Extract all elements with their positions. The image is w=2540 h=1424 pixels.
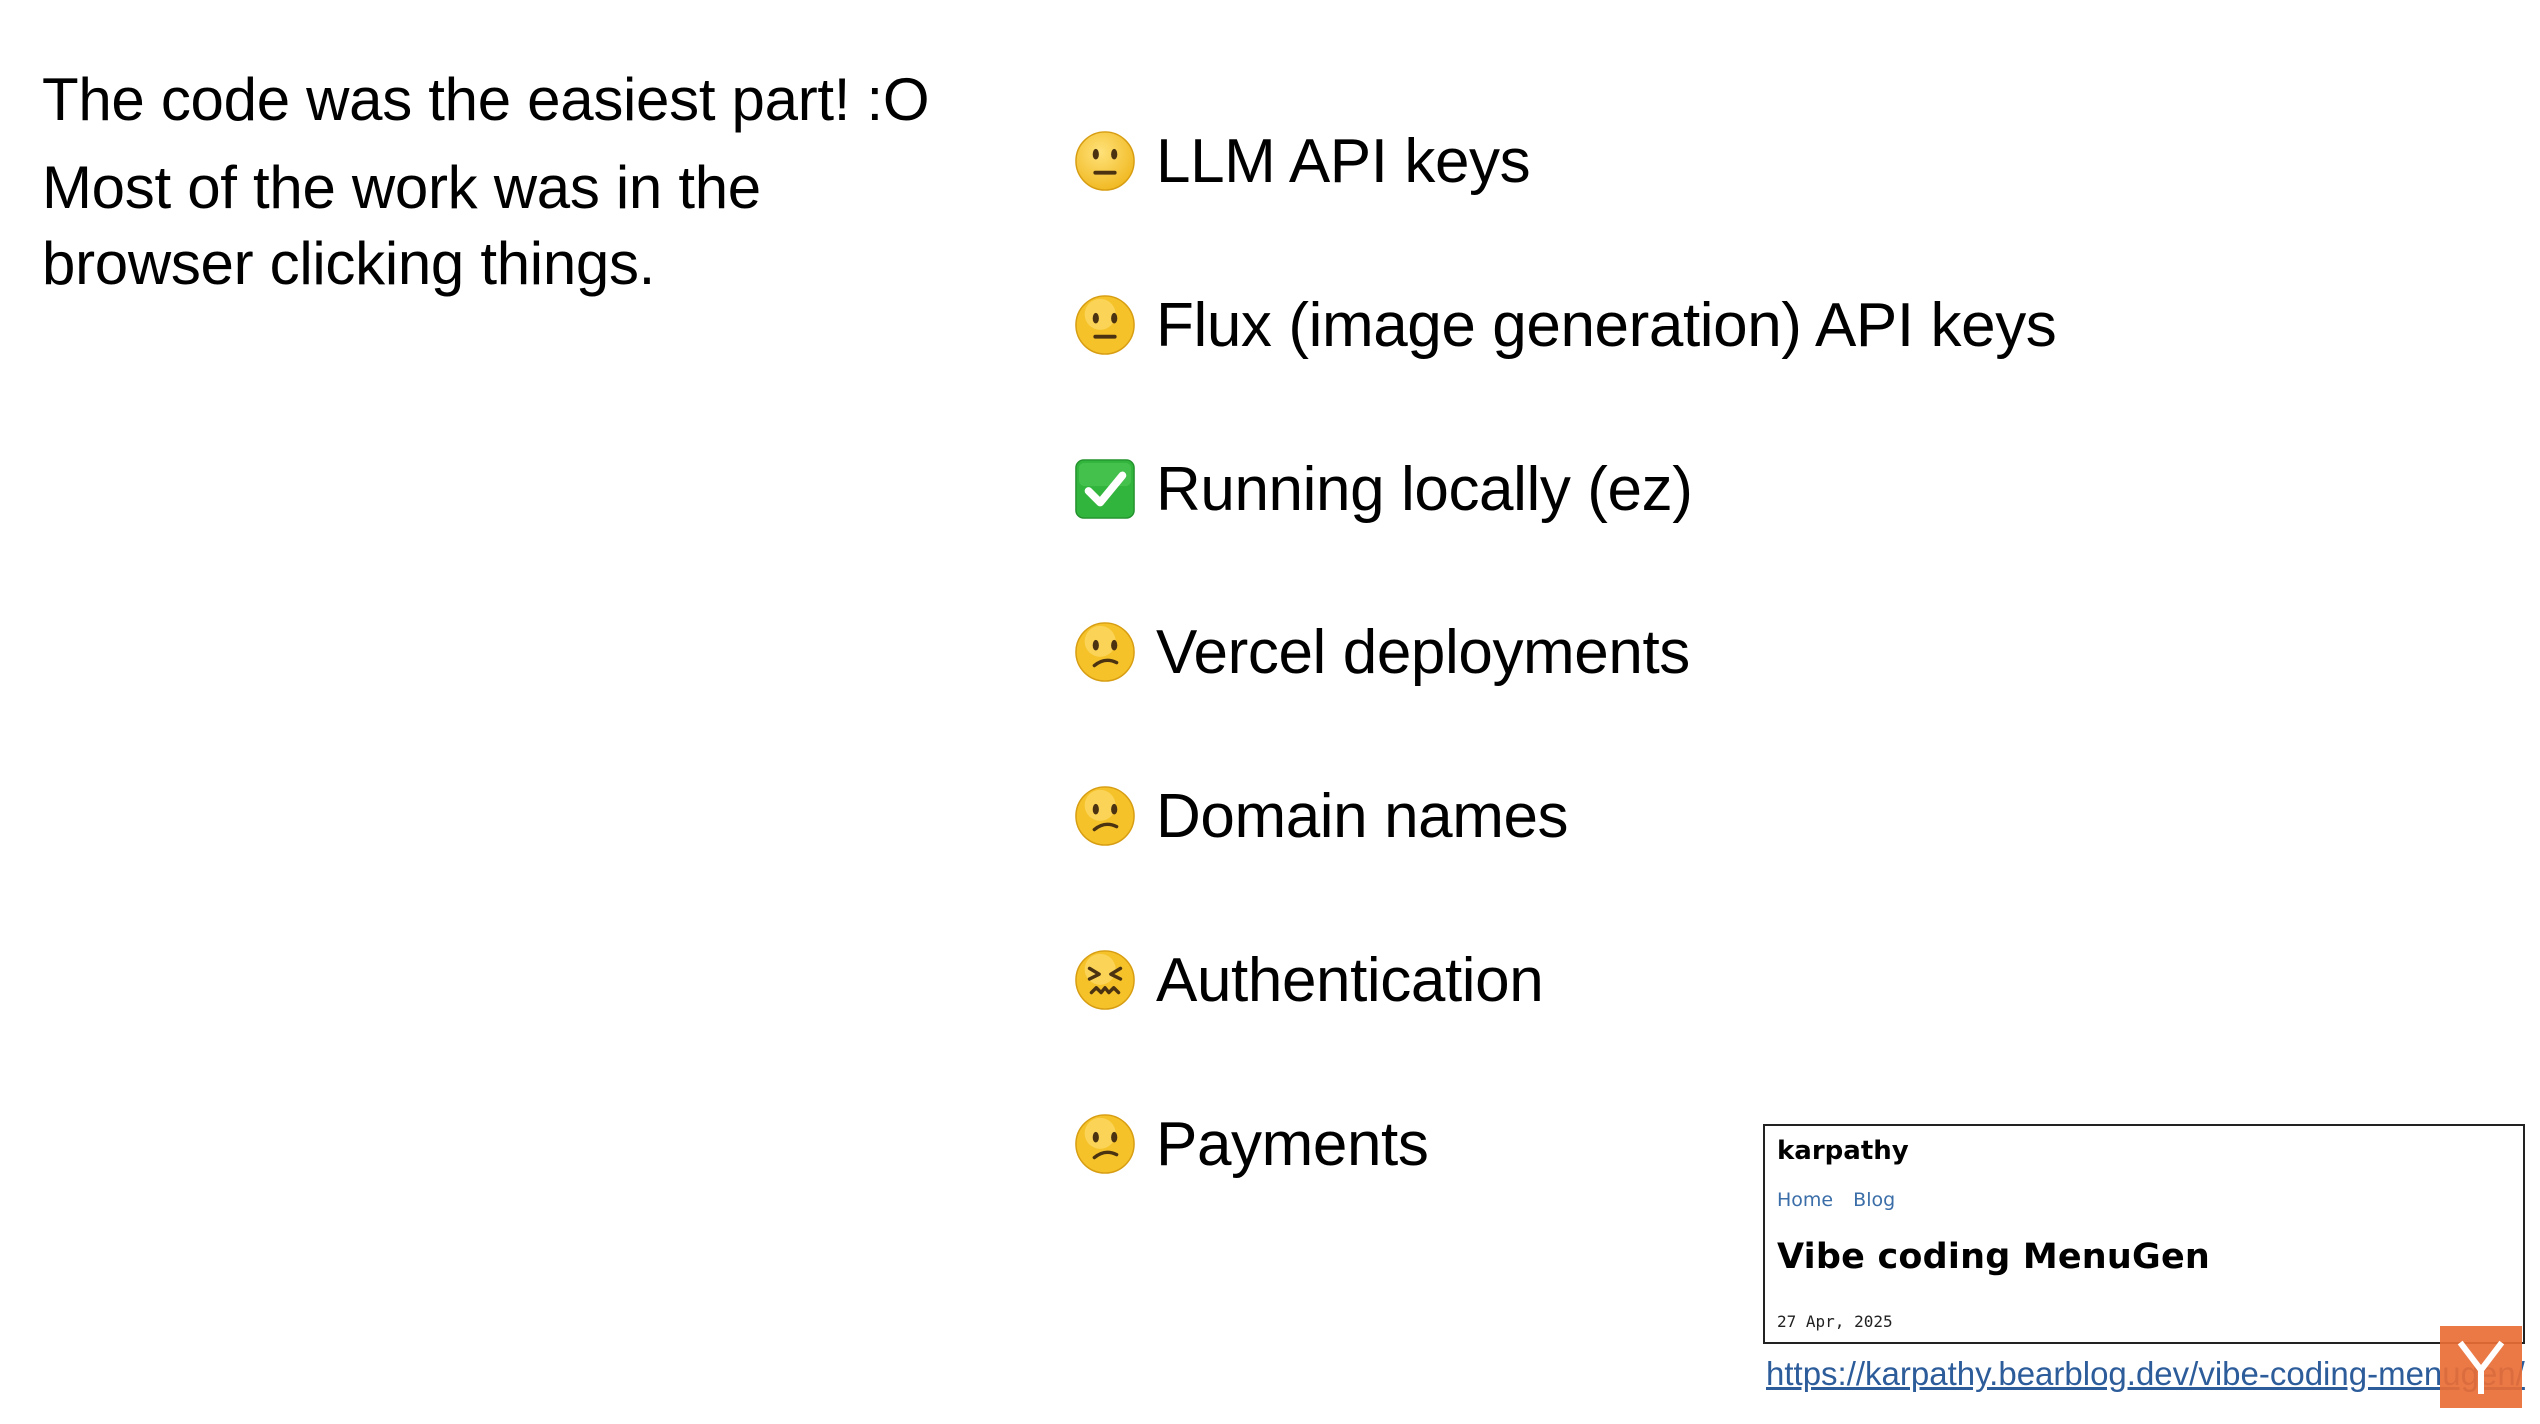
checklist-item-vercel-deployments: Vercel deployments xyxy=(1074,612,1690,692)
y-logo-badge xyxy=(2440,1326,2522,1408)
checklist-item-label: Domain names xyxy=(1156,781,1569,851)
blog-url-link[interactable]: https://karpathy.bearblog.dev/vibe-codin… xyxy=(1766,1355,2525,1392)
slide-text: The code was the easiest part! :O Most o… xyxy=(42,62,1022,302)
slide-subtitle-line-2: browser clicking things. xyxy=(42,230,656,297)
checklist-item-label: Vercel deployments xyxy=(1156,617,1690,687)
blog-nav-blog-link[interactable]: Blog xyxy=(1853,1189,1896,1211)
checklist-item-label: Flux (image generation) API keys xyxy=(1156,290,2057,360)
neutral-face-emoji-icon xyxy=(1075,295,1135,355)
blog-post-title: Vibe coding MenuGen xyxy=(1777,1237,2211,1277)
confused-face-emoji-icon xyxy=(1075,1114,1135,1174)
neutral-face-emoji-icon xyxy=(1075,131,1135,191)
checklist-item-running-locally: Running locally (ez) xyxy=(1074,449,1693,529)
checklist-item-label: Running locally (ez) xyxy=(1156,454,1693,524)
blog-nav: Home Blog xyxy=(1777,1189,1895,1211)
checklist-item-llm-api-keys: LLM API keys xyxy=(1074,121,1531,201)
slide-title: The code was the easiest part! :O xyxy=(42,66,930,133)
y-logo-icon xyxy=(2457,1340,2505,1394)
checklist-item-authentication: Authentication xyxy=(1074,940,1544,1020)
checklist-item-label: Authentication xyxy=(1156,945,1544,1015)
blog-site-name: karpathy xyxy=(1777,1136,1909,1166)
check-mark-button-icon xyxy=(1075,459,1135,519)
checklist-item-flux-api-keys: Flux (image generation) API keys xyxy=(1074,285,2057,365)
slide-subtitle-line-1: Most of the work was in the xyxy=(42,154,761,221)
confused-face-emoji-icon xyxy=(1075,786,1135,846)
checklist-item-payments: Payments xyxy=(1074,1104,1429,1184)
confused-face-emoji-icon xyxy=(1075,622,1135,682)
checklist-item-label: Payments xyxy=(1156,1109,1429,1179)
blog-preview-card[interactable]: karpathy Home Blog Vibe coding MenuGen 2… xyxy=(1763,1124,2525,1344)
blog-nav-home-link[interactable]: Home xyxy=(1777,1189,1834,1211)
blog-post-date: 27 Apr, 2025 xyxy=(1777,1312,1893,1331)
checklist-item-label: LLM API keys xyxy=(1156,126,1531,196)
checklist-item-domain-names: Domain names xyxy=(1074,776,1569,856)
confounded-face-emoji-icon xyxy=(1075,950,1135,1010)
